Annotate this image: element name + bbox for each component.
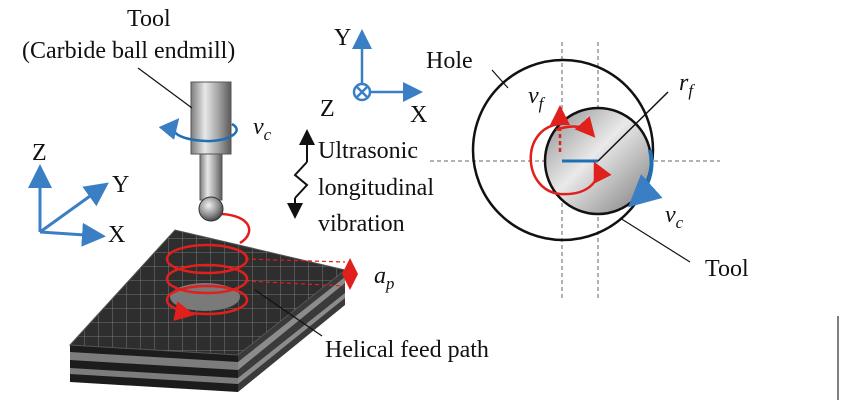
feed-leader xyxy=(254,289,323,337)
axis-x-label: X xyxy=(108,222,126,248)
vc-label-left: vc xyxy=(253,114,272,144)
axis-y-label: Y xyxy=(112,172,130,198)
hole-leader xyxy=(491,69,509,89)
top-axis-x-label: X xyxy=(410,102,428,128)
ap-label: ap xyxy=(374,263,395,293)
tool-label-right: Tool xyxy=(705,256,749,282)
workpiece xyxy=(68,229,347,392)
top-axis-y-label: Y xyxy=(334,25,352,51)
left-axes xyxy=(28,164,109,247)
vibration-arrow xyxy=(287,129,315,219)
tool-label: Tool xyxy=(127,6,171,32)
feed-path-label: Helical feed path xyxy=(325,337,489,363)
tool-subtitle: (Carbide ball endmill) xyxy=(22,38,236,64)
feed-arrows xyxy=(529,105,612,196)
vibration-label-1: Ultrasonic xyxy=(318,138,418,164)
hole-circle xyxy=(471,58,655,242)
vibration-label-3: vibration xyxy=(318,211,405,237)
vc-arrow xyxy=(628,149,663,208)
rf-leader xyxy=(597,91,669,162)
vibration-label-2: longitudinal xyxy=(318,175,434,201)
vibration-z-label: Z xyxy=(320,96,335,122)
tool-leader-right xyxy=(619,217,691,263)
ball-endmill-tool xyxy=(137,67,232,222)
vf-label: vf xyxy=(528,83,544,113)
vc-label-right: vc xyxy=(665,202,684,232)
top-view-axes xyxy=(352,29,423,102)
hole-label: Hole xyxy=(426,48,473,74)
tool-leader-line xyxy=(137,67,193,109)
tool-rotation-arrow xyxy=(158,118,238,143)
axis-z-label: Z xyxy=(32,140,47,166)
rf-label: rf xyxy=(679,70,694,100)
